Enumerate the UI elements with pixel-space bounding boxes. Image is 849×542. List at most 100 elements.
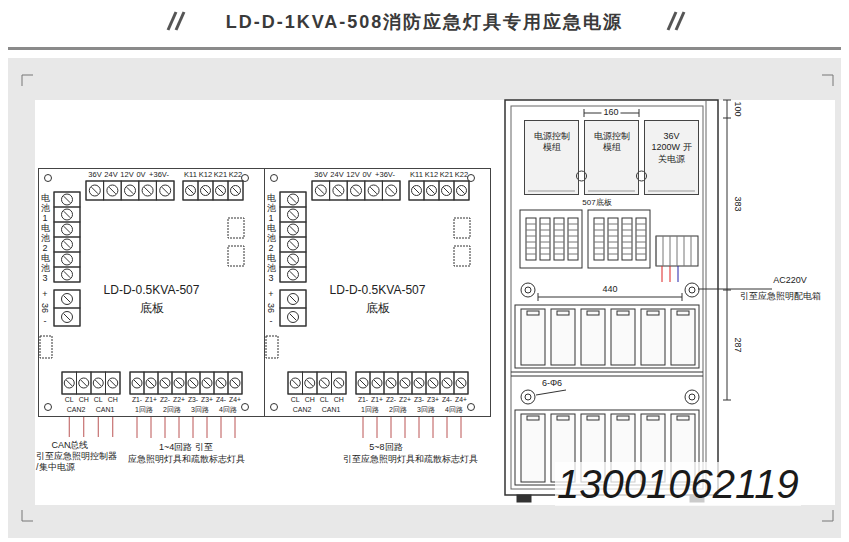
corner-bracket	[22, 75, 33, 86]
terminal-screw	[142, 185, 153, 196]
terminal-cell	[54, 192, 80, 207]
terminal-cell	[139, 181, 157, 200]
mounting-hole	[577, 171, 587, 181]
terminal-screw	[216, 378, 226, 388]
battery-terminal	[557, 311, 569, 315]
circuit-label: 3回路	[417, 406, 435, 414]
signal-label: CH	[79, 396, 89, 404]
mini-terminal-line	[594, 248, 604, 249]
screw-slot	[95, 380, 101, 386]
terminal-screw	[442, 186, 452, 196]
terminal-cell	[186, 372, 200, 394]
mini-terminal-line	[594, 254, 604, 255]
terminal-cell	[104, 181, 122, 200]
screw-slot	[353, 187, 360, 194]
terminal-cell	[332, 372, 347, 394]
pin-label: Z1-	[358, 396, 368, 404]
mini-terminal-line	[594, 224, 604, 225]
psu-terminal-line	[663, 236, 664, 266]
board-name: LD-D-0.5KVA-507	[265, 281, 490, 299]
mounting-hole	[271, 175, 278, 182]
leader-line	[179, 417, 180, 438]
relay-terminal-label: K22	[229, 171, 242, 180]
terminal-screw	[62, 224, 73, 235]
terminal-screw	[290, 378, 300, 388]
mini-terminal-line	[608, 230, 618, 231]
terminal-label: 12V	[120, 171, 133, 180]
pin-label: Z2-	[386, 396, 396, 404]
screw-slot	[290, 314, 297, 321]
cabinet-frame	[511, 106, 703, 489]
dimension-label: 383	[733, 196, 743, 211]
psu-terminal-line	[684, 236, 685, 266]
terminal-cell	[312, 181, 330, 200]
leader-line	[363, 417, 364, 438]
terminal-screw	[79, 378, 89, 388]
mini-terminal-line	[608, 242, 618, 243]
mini-terminal-line	[568, 248, 578, 249]
title-slash	[668, 12, 676, 30]
terminal-cell	[280, 308, 306, 326]
dimension-label: 100	[733, 101, 743, 116]
screw-slot	[232, 380, 238, 386]
terminal-screw	[288, 312, 299, 323]
module-name: 电源控制模组	[531, 131, 572, 154]
mini-terminal-line	[636, 254, 646, 255]
title-rule	[8, 47, 841, 50]
terminal-cell	[156, 181, 174, 200]
polarity-sign: +	[268, 289, 273, 299]
pin-label: Z3+	[201, 396, 213, 404]
terminal-cell	[288, 372, 303, 394]
battery	[551, 309, 575, 365]
power-label: AC220V	[773, 275, 807, 285]
battery	[581, 309, 605, 365]
battery-label: 电池1	[267, 194, 276, 224]
terminal-cell	[54, 237, 80, 252]
terminal-cell	[77, 372, 92, 394]
terminal-block	[409, 181, 469, 200]
connector-socket	[228, 218, 244, 238]
power-module: 电源控制模组	[584, 120, 639, 195]
pin-label: Z3-	[188, 396, 198, 404]
terminal-cell	[54, 207, 80, 222]
pin-label: Z1+	[145, 396, 157, 404]
terminal-cell	[382, 181, 400, 200]
screw-slot	[203, 188, 209, 194]
screw-slot	[290, 211, 297, 218]
terminal-cell	[370, 372, 384, 394]
connector-socket	[266, 336, 278, 358]
terminal-screw	[146, 378, 156, 388]
pin-label: Z2-	[160, 396, 170, 404]
mini-terminal-line	[608, 248, 618, 249]
shelf-line	[511, 372, 703, 373]
mini-terminal-line	[554, 254, 564, 255]
leader-line	[193, 417, 194, 438]
signal-label: CH	[108, 396, 118, 404]
panel-background	[8, 58, 841, 538]
terminal-screw	[368, 185, 379, 196]
terminal-cell	[200, 372, 214, 394]
screw-slot	[64, 314, 71, 321]
terminal-screw	[201, 186, 211, 196]
terminal-block	[312, 181, 400, 200]
terminal-cell	[228, 372, 242, 394]
mini-terminal-line	[554, 230, 564, 231]
watermark: 13001062119	[555, 462, 801, 506]
battery-terminal	[527, 416, 539, 420]
terminal-screw	[412, 186, 422, 196]
mini-terminal-line	[540, 248, 550, 249]
battery-terminal	[677, 311, 689, 315]
screw-slot	[64, 226, 71, 233]
signal-label: CH	[334, 396, 344, 404]
pin-label: Z4-	[442, 396, 452, 404]
terminal-screw	[62, 294, 73, 305]
terminal-screw	[62, 239, 73, 250]
screw-slot	[370, 187, 377, 194]
battery-compartment	[515, 305, 699, 368]
circuit-label: 4回路	[445, 406, 463, 414]
cabinet-foot	[517, 495, 531, 502]
title-slash	[676, 12, 684, 30]
leader-line	[698, 289, 772, 290]
pin-label: Z4+	[455, 396, 467, 404]
mini-terminal-line	[554, 224, 564, 225]
